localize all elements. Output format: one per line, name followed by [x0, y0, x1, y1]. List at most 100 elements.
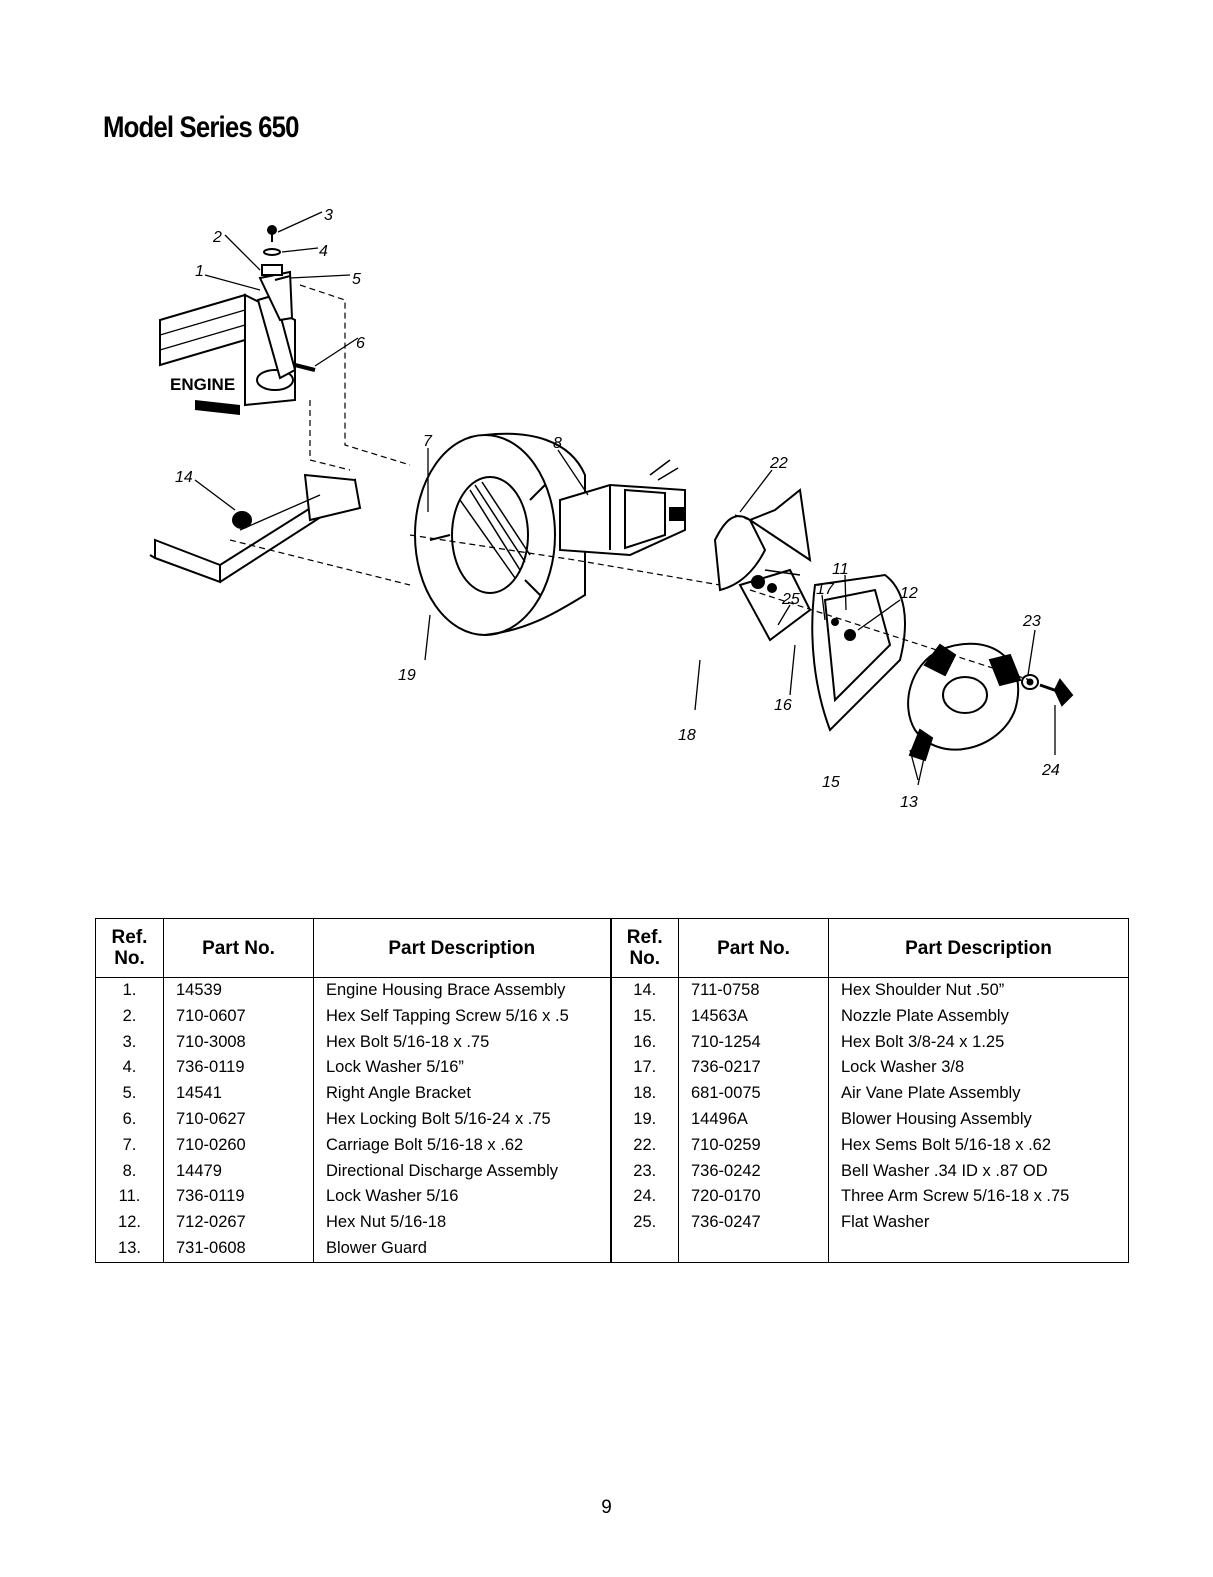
table-cell: 14541: [163, 1081, 314, 1107]
frame-base-plate: [149, 473, 362, 584]
callout-2: 2: [212, 229, 222, 246]
table-cell: 19.: [609, 1106, 679, 1133]
page-number: 9: [601, 1497, 612, 1518]
callout-6: 6: [356, 335, 365, 352]
table-cell: 736-0119: [163, 1184, 314, 1211]
table-cell: 7.: [95, 1132, 164, 1159]
table-cell: 14479: [163, 1158, 314, 1185]
table-cell: Hex Self Tapping Screw 5/16 x .5: [313, 1003, 611, 1030]
callout-4: 4: [319, 243, 328, 260]
callout-5: 5: [352, 271, 361, 288]
directional-discharge: [559, 459, 686, 557]
table-cell: 16.: [609, 1029, 679, 1056]
nozzle-plate: [811, 573, 906, 732]
table-cell: Air Vane Plate Assembly: [828, 1081, 1129, 1107]
table-cell: 681-0075: [678, 1081, 829, 1107]
callout-15: 15: [822, 774, 840, 791]
table-cell: 736-0217: [678, 1055, 829, 1082]
callout-8: 8: [553, 435, 562, 452]
table-cell: 711-0758: [678, 977, 829, 1004]
table-cell: Hex Bolt 5/16-18 x .75: [313, 1029, 611, 1056]
table-cell: 710-3008: [163, 1029, 314, 1056]
blower-guard: [907, 642, 1022, 762]
callout-24: 24: [1041, 762, 1060, 779]
table-cell: [609, 1235, 679, 1263]
table-cell: 710-0259: [678, 1132, 829, 1159]
table-cell: 736-0247: [678, 1210, 829, 1236]
table-cell: Hex Sems Bolt 5/16-18 x .62: [828, 1132, 1129, 1159]
table-cell: 12.: [95, 1210, 164, 1236]
table-cell: Bell Washer .34 ID x .87 OD: [828, 1158, 1129, 1185]
table-cell: Right Angle Bracket: [313, 1081, 611, 1107]
callout-16: 16: [774, 697, 792, 714]
table-cell: Nozzle Plate Assembly: [828, 1003, 1129, 1030]
table-cell: Three Arm Screw 5/16-18 x .75: [828, 1184, 1129, 1211]
engine-housing-brace: [256, 270, 297, 380]
bell-washer-and-screw: [1021, 674, 1074, 707]
table-cell: Hex Nut 5/16-18: [313, 1210, 611, 1236]
assembly-lines: [229, 284, 1031, 681]
table-cell: 710-0607: [163, 1003, 314, 1030]
table-cell: Directional Discharge Assembly: [313, 1158, 611, 1185]
table-cell: 4.: [95, 1055, 164, 1082]
table-cell: 14563A: [678, 1003, 829, 1030]
table-cell: 17.: [609, 1055, 679, 1082]
table-cell: 710-1254: [678, 1029, 829, 1056]
table-cell: Flat Washer: [828, 1210, 1129, 1236]
blower-housing: [414, 432, 586, 636]
top-hardware: [261, 225, 316, 372]
parts-table-header: Ref.No. Part No. Part Description Ref.No…: [95, 918, 1129, 978]
callout-13: 13: [900, 794, 918, 811]
table-cell: 25.: [609, 1210, 679, 1236]
parts-table: Ref.No. Part No. Part Description Ref.No…: [95, 918, 1129, 1263]
table-cell: Engine Housing Brace Assembly: [313, 977, 611, 1004]
table-cell: Lock Washer 3/8: [828, 1055, 1129, 1082]
table-cell: 23.: [609, 1158, 679, 1185]
table-cell: Hex Bolt 3/8-24 x 1.25: [828, 1029, 1129, 1056]
table-cell: 736-0119: [163, 1055, 314, 1082]
table-cell: 1.: [95, 977, 164, 1004]
table-cell: Lock Washer 5/16: [313, 1184, 611, 1211]
header-ref-no: Ref.No.: [95, 918, 164, 978]
page-title: Model Series 650: [103, 111, 299, 144]
air-vane-plate: [713, 488, 812, 642]
table-cell: Blower Housing Assembly: [828, 1106, 1129, 1133]
table-cell: 13.: [95, 1235, 164, 1263]
table-cell: [828, 1235, 1129, 1263]
header-part-description: Part Description: [313, 918, 611, 978]
exploded-parts-diagram: 2 1 3 4 5 6 7 8 22 11 12 17 25 23 16 18 …: [149, 207, 1074, 811]
callout-12: 12: [900, 585, 918, 602]
callout-18: 18: [678, 727, 696, 744]
table-cell: 720-0170: [678, 1184, 829, 1211]
table-cell: 18.: [609, 1081, 679, 1107]
callout-17: 17: [816, 581, 835, 598]
callout-23: 23: [1022, 613, 1041, 630]
table-cell: 22.: [609, 1132, 679, 1159]
callout-19: 19: [398, 667, 416, 684]
callout-1: 1: [195, 263, 204, 280]
table-cell: 731-0608: [163, 1235, 314, 1263]
table-cell: Lock Washer 5/16”: [313, 1055, 611, 1082]
callout-7: 7: [423, 433, 433, 450]
header-part-no-right: Part No.: [678, 918, 829, 978]
table-cell: Blower Guard: [313, 1235, 611, 1263]
table-cell: 710-0627: [163, 1106, 314, 1133]
table-cell: 2.: [95, 1003, 164, 1030]
table-cell: Hex Locking Bolt 5/16-24 x .75: [313, 1106, 611, 1133]
callout-3: 3: [324, 207, 333, 224]
table-cell: Carriage Bolt 5/16-18 x .62: [313, 1132, 611, 1159]
callout-25: 25: [781, 591, 800, 608]
leader-lines: [194, 211, 1056, 786]
table-cell: 3.: [95, 1029, 164, 1056]
table-cell: 14.: [609, 977, 679, 1004]
table-cell: 8.: [95, 1158, 164, 1185]
